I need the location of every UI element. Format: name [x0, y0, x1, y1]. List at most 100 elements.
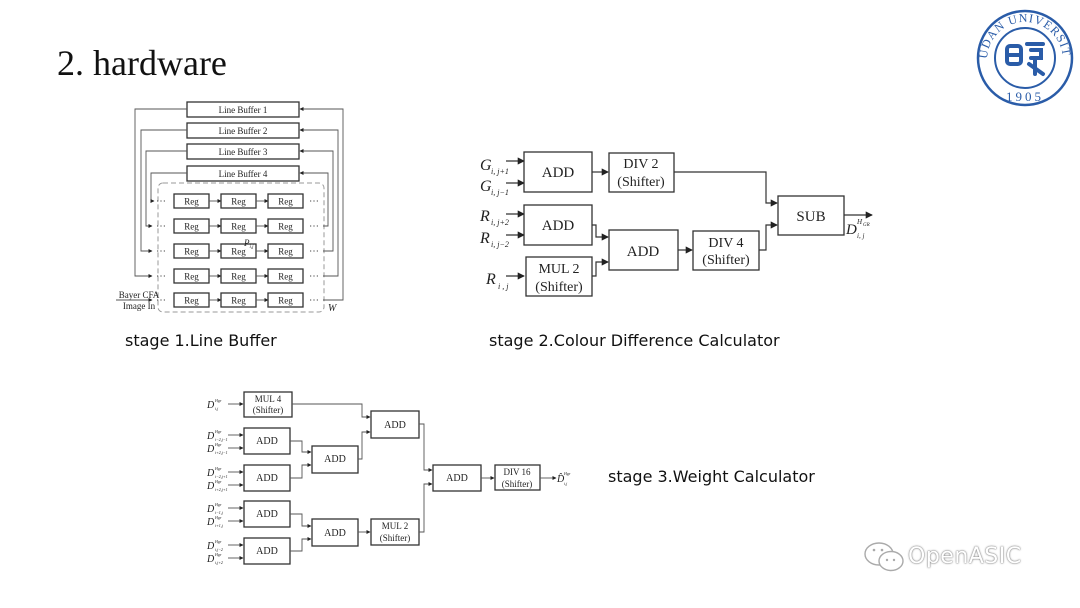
input-g-ij+1: G i, j+1 — [480, 157, 525, 176]
input-r-ij-2: R i, j−2 — [479, 230, 525, 249]
register-label: Reg — [278, 247, 293, 257]
svg-text:(Shifter): (Shifter) — [535, 280, 583, 295]
register-label: Reg — [278, 197, 293, 207]
register-label: Reg — [278, 222, 293, 232]
svg-text:Hgr: Hgr — [214, 398, 222, 403]
svg-text:Hgr: Hgr — [563, 471, 571, 476]
svg-text:i, j−1: i, j−1 — [491, 188, 509, 197]
add-block-6: ADD — [243, 537, 291, 565]
fudan-university-logo: FUDAN UNIVERSITY 1905 — [973, 8, 1074, 107]
svg-text:D: D — [206, 517, 215, 528]
svg-text:Line Buffer 3: Line Buffer 3 — [219, 147, 268, 157]
svg-text:(Shifter): (Shifter) — [502, 479, 533, 489]
svg-text:ADD: ADD — [256, 509, 278, 520]
ellipsis: ⋯ — [156, 295, 166, 306]
svg-text:(Shifter): (Shifter) — [702, 253, 750, 268]
svg-text:DIV 16: DIV 16 — [503, 467, 531, 477]
ellipsis: ⋯ — [309, 295, 319, 306]
mul4-shifter-block: MUL 4 (Shifter) — [243, 391, 293, 418]
register-label: Reg — [231, 272, 246, 282]
svg-text:R: R — [479, 230, 490, 247]
svg-text:D: D — [206, 431, 215, 442]
register-label: Reg — [231, 296, 246, 306]
add-final-block: ADD — [432, 464, 482, 492]
svg-text:i,j+2: i,j+2 — [215, 560, 223, 566]
width-label: W — [328, 303, 338, 314]
register-label: Reg — [184, 247, 199, 257]
add-block-3: ADD — [311, 445, 359, 474]
svg-text:i , j: i , j — [498, 282, 509, 291]
line-buffer-1: Line Buffer 1 — [186, 101, 300, 118]
add-block-7: ADD — [311, 518, 359, 547]
svg-text:ADD: ADD — [256, 546, 278, 557]
svg-text:ADD: ADD — [542, 218, 575, 234]
svg-text:ADD: ADD — [384, 420, 406, 431]
sub-block: SUB — [777, 195, 845, 236]
svg-text:DIV 4: DIV 4 — [708, 236, 743, 251]
ellipsis: ⋯ — [309, 196, 319, 207]
add-block-1: ADD — [243, 427, 291, 455]
register-label: Reg — [278, 272, 293, 282]
register-label: Reg — [184, 197, 199, 207]
svg-text:Hgr: Hgr — [214, 515, 222, 520]
svg-text:Hgr: Hgr — [214, 442, 222, 447]
svg-text:i−2,j+1: i−2,j+1 — [215, 474, 228, 480]
svg-text:MUL 4: MUL 4 — [255, 394, 282, 404]
svg-text:D: D — [206, 468, 215, 479]
svg-text:R: R — [479, 208, 490, 225]
register-label: Reg — [231, 222, 246, 232]
add-r-block: ADD — [523, 204, 593, 246]
register-array-region — [157, 182, 325, 313]
svg-text:ADD: ADD — [256, 473, 278, 484]
mul2-shifter-block-stage3: MUL 2 (Shifter) — [370, 518, 420, 546]
svg-text:i,j: i,j — [564, 481, 568, 487]
svg-text:MUL 2: MUL 2 — [538, 262, 579, 277]
svg-text:ADD: ADD — [446, 473, 468, 484]
register-box — [267, 193, 304, 209]
ellipsis: ⋯ — [309, 271, 319, 282]
svg-text:i−1,j: i−1,j — [215, 510, 224, 516]
register-label: Reg — [231, 197, 246, 207]
ellipsis: ⋯ — [156, 271, 166, 282]
svg-text:D: D — [206, 554, 215, 565]
svg-text:ADD: ADD — [256, 436, 278, 447]
input-r-ij: R i , j — [485, 271, 525, 291]
ellipsis: ⋯ — [156, 221, 166, 232]
line-buffer-3: Line Buffer 3 — [186, 143, 300, 160]
svg-text:ADD: ADD — [324, 454, 346, 465]
svg-text:Hgr: Hgr — [214, 429, 222, 434]
svg-text:i+2,j+1: i+2,j+1 — [215, 487, 228, 493]
svg-text:Hgr: Hgr — [214, 502, 222, 507]
svg-text:i, j+2: i, j+2 — [491, 218, 509, 227]
svg-text:R: R — [485, 271, 496, 288]
slide-title: 2. hardware — [57, 43, 227, 83]
svg-text:(Shifter): (Shifter) — [617, 175, 665, 190]
add-g-block: ADD — [523, 151, 593, 193]
ellipsis: ⋯ — [156, 246, 166, 257]
line-buffer-4: Line Buffer 4 — [186, 165, 300, 182]
svg-text:Hgr: Hgr — [214, 552, 222, 557]
svg-text:(Shifter): (Shifter) — [253, 405, 284, 415]
svg-text:ADD: ADD — [627, 244, 660, 260]
svg-text:D: D — [206, 504, 215, 515]
svg-text:Line Buffer 4: Line Buffer 4 — [219, 169, 268, 179]
svg-text:i, j+1: i, j+1 — [491, 167, 509, 176]
pixel-label: Pi,j — [243, 238, 254, 250]
caption-stage3: stage 3.Weight Calculator — [608, 467, 815, 486]
svg-text:SUB: SUB — [796, 209, 825, 225]
svg-text:Line Buffer 2: Line Buffer 2 — [219, 126, 268, 136]
add-block-5: ADD — [243, 500, 291, 528]
svg-text:i+1,j: i+1,j — [215, 523, 224, 529]
svg-text:G: G — [480, 157, 492, 174]
svg-text:i, j: i, j — [857, 232, 864, 240]
input-r-ij+2: R i, j+2 — [479, 208, 525, 227]
